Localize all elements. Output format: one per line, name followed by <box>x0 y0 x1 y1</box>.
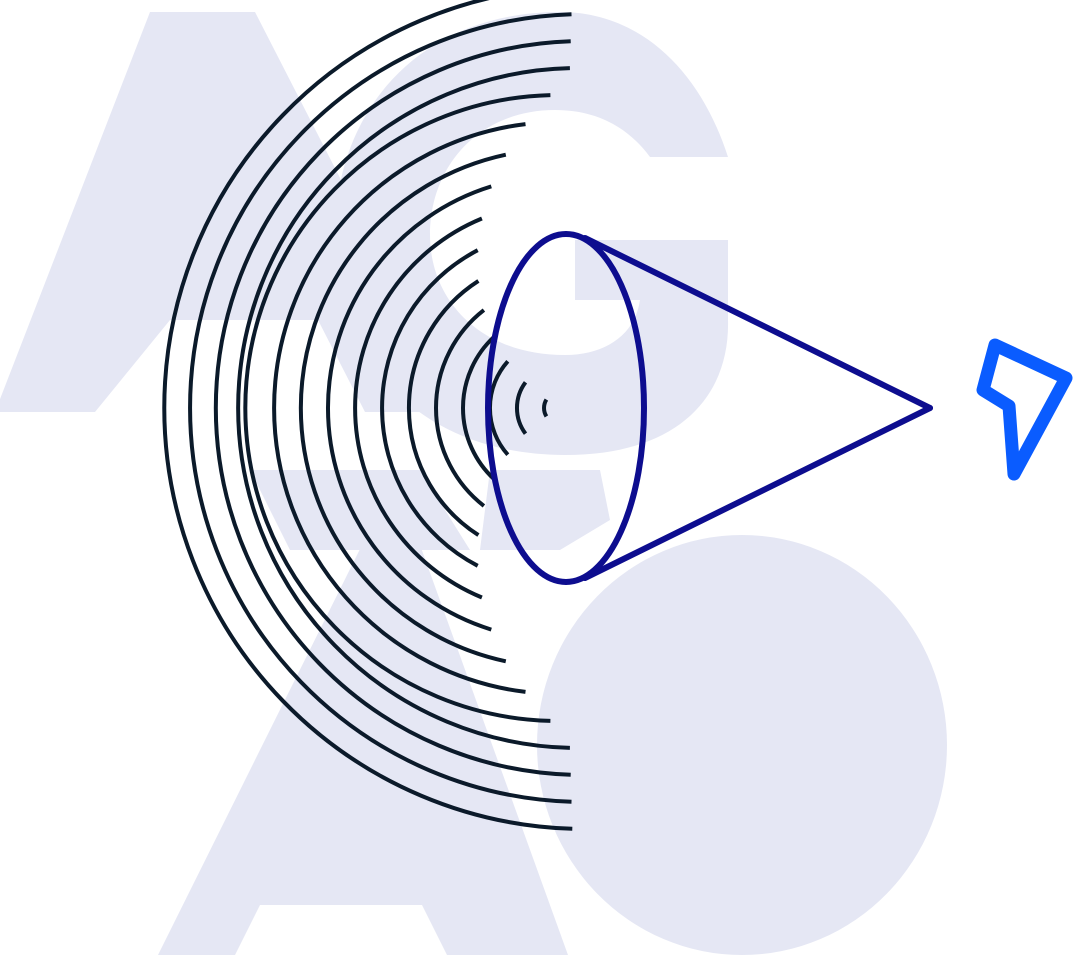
watermark-band-right <box>480 470 610 550</box>
watermark-letter-g <box>335 12 728 455</box>
cursor-arrow-icon <box>983 345 1066 474</box>
watermark-letter-a-bottom <box>158 545 568 955</box>
watermark-letter-o <box>537 535 947 955</box>
